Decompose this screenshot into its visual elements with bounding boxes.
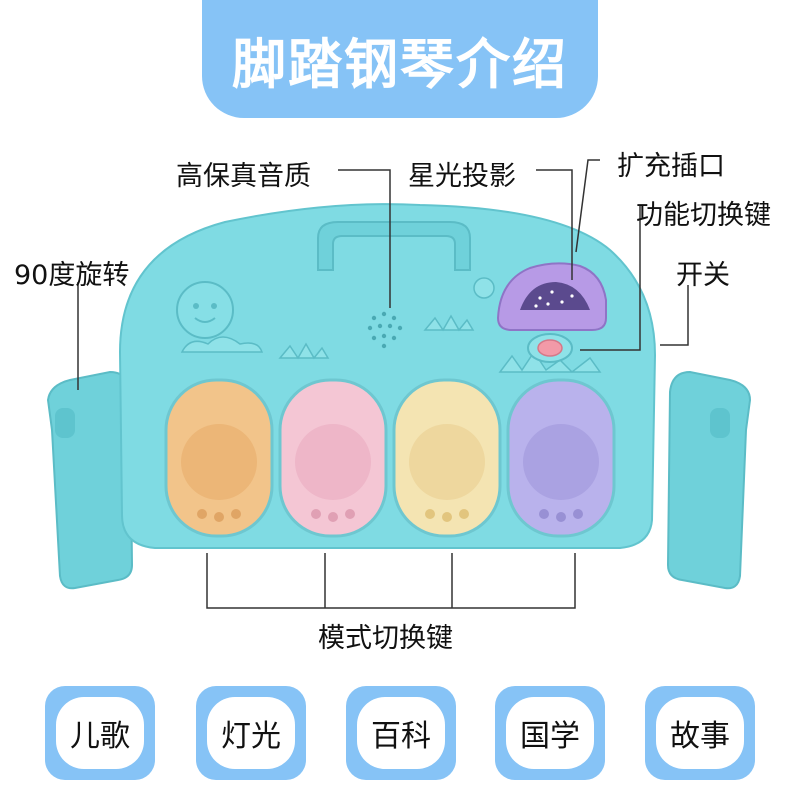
- title-banner: 脚踏钢琴介绍: [202, 0, 598, 118]
- feature-badge-nursery-rhymes: 儿歌: [45, 686, 155, 780]
- line-sound: [338, 169, 391, 308]
- grass-decoration-3: [498, 350, 602, 373]
- line-power: [660, 285, 689, 346]
- piano-key-2: [278, 378, 388, 538]
- line-mode-key: [206, 553, 576, 609]
- label-rotate-90: 90度旋转: [14, 260, 130, 291]
- feature-badge-lights: 灯光: [196, 686, 306, 780]
- cloud-decoration: [180, 336, 264, 353]
- grass-decoration-2: [423, 314, 475, 332]
- label-sound-quality: 高保真音质: [176, 161, 311, 192]
- label-starlight-projection: 星光投影: [408, 161, 516, 192]
- line-starlight: [536, 169, 573, 280]
- feature-badge-classics: 国学: [495, 686, 605, 780]
- feature-label: 百科: [357, 697, 445, 769]
- carry-handle: [317, 221, 471, 271]
- piano-key-3: [392, 378, 502, 538]
- label-mode-switch-key: 模式切换键: [318, 623, 453, 654]
- page-title: 脚踏钢琴介绍: [232, 32, 568, 96]
- feature-label: 国学: [506, 697, 594, 769]
- speaker-grille: [367, 311, 403, 349]
- feature-label: 故事: [656, 697, 744, 769]
- piano-key-4: [506, 378, 616, 538]
- feature-label: 灯光: [207, 697, 295, 769]
- line-port: [575, 159, 600, 253]
- line-function-key: [580, 205, 641, 351]
- label-function-switch-key: 功能切换键: [636, 200, 771, 231]
- feature-badge-stories: 故事: [645, 686, 755, 780]
- feature-badge-encyclopedia: 百科: [346, 686, 456, 780]
- flower-decoration: [473, 277, 495, 299]
- sun-decoration: [176, 281, 234, 339]
- grass-decoration: [278, 342, 330, 360]
- label-power-switch: 开关: [676, 260, 730, 291]
- feature-label: 儿歌: [56, 697, 144, 769]
- piano-key-1: [164, 378, 274, 538]
- label-expansion-port: 扩充插口: [617, 151, 725, 182]
